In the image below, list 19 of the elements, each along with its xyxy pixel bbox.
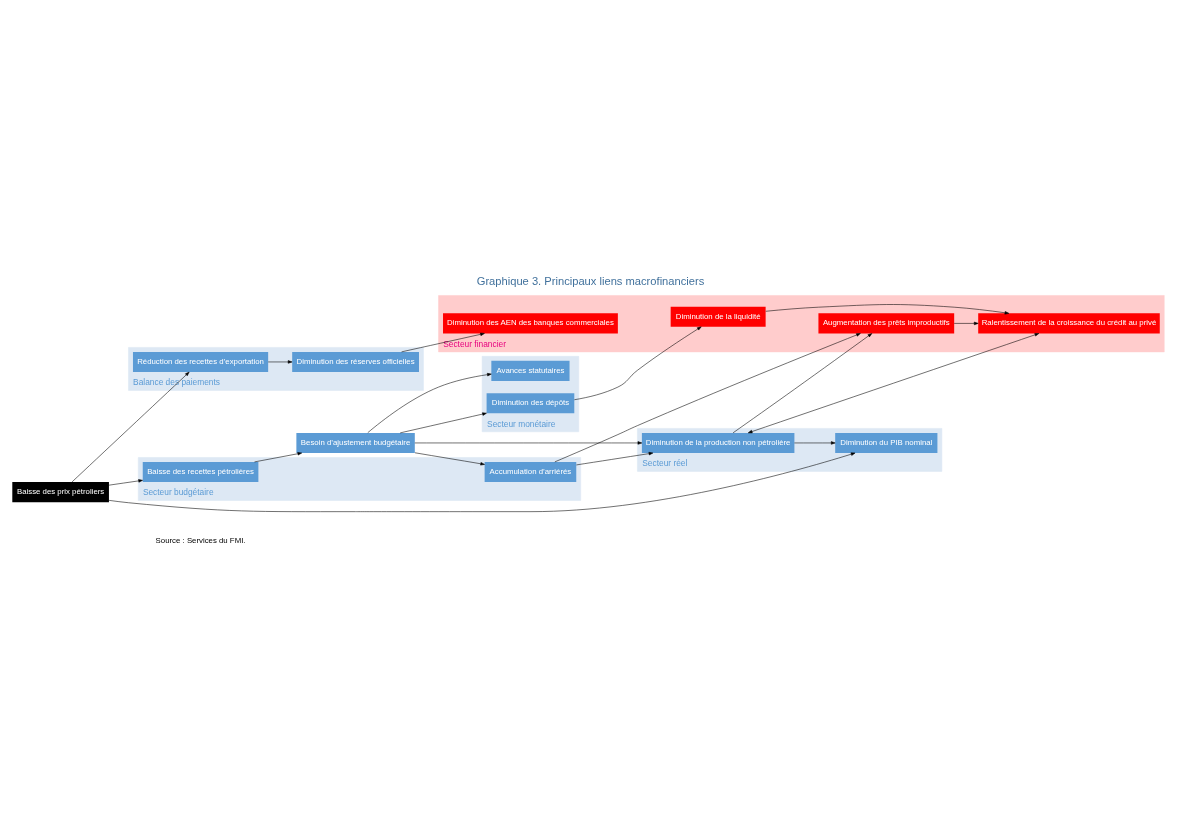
arrow [401, 332, 485, 352]
arrow [765, 303, 1010, 314]
arrow [367, 372, 492, 433]
arrow [953, 321, 979, 325]
arrow [267, 359, 293, 364]
diagram-title: Graphique 3. Principaux liens macrofinanciers [476, 274, 705, 287]
arrow [414, 452, 485, 465]
arrow [576, 451, 654, 465]
arrow [794, 440, 836, 445]
arrow [71, 371, 190, 482]
arrow [399, 411, 487, 433]
arrow [574, 326, 702, 400]
arrow [108, 452, 856, 512]
arrow [747, 332, 1040, 433]
arrow [732, 332, 873, 433]
arrow [254, 451, 302, 462]
arrow [414, 440, 643, 445]
arrow [108, 478, 143, 485]
arrow [554, 332, 861, 462]
